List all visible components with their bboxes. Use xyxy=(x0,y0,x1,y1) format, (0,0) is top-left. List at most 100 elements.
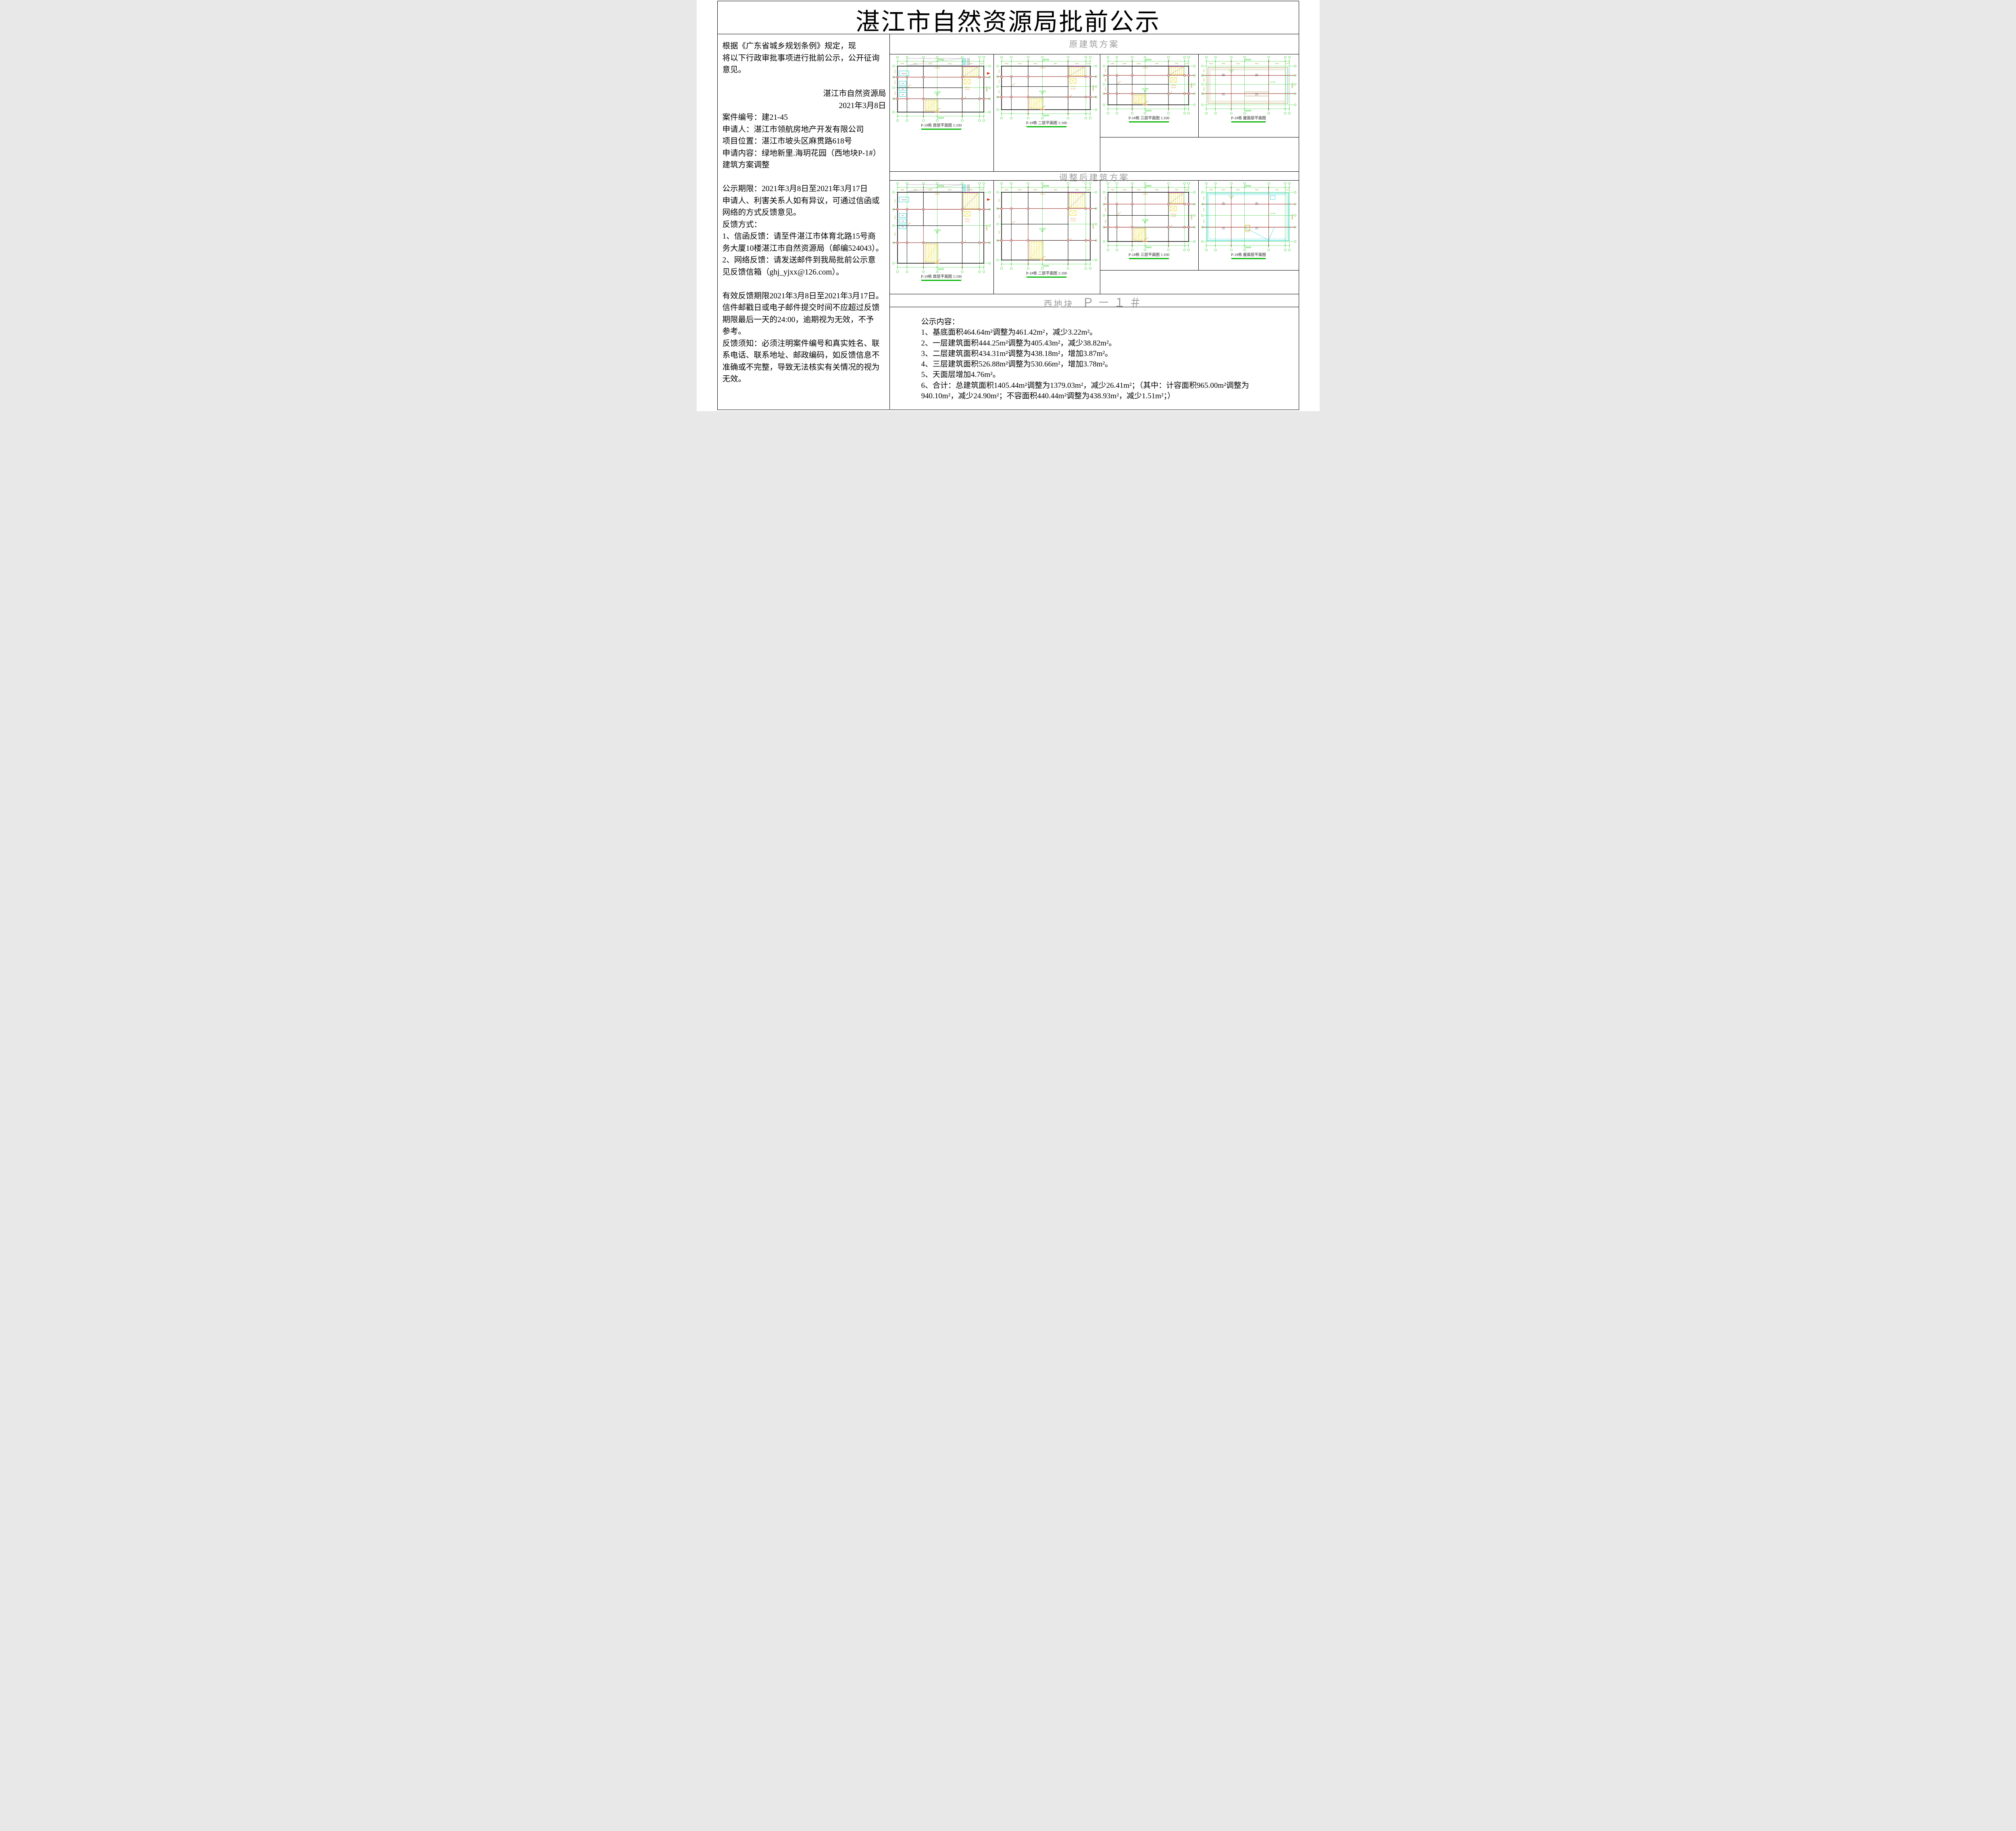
svg-text:26400: 26400 xyxy=(937,268,944,271)
svg-text:AK1: AK1 xyxy=(902,83,904,84)
svg-text:AK3: AK3 xyxy=(902,94,904,96)
svg-text:4900: 4900 xyxy=(1018,63,1022,65)
svg-text:4300: 4300 xyxy=(928,189,932,191)
svg-text:2900: 2900 xyxy=(1004,63,1008,65)
block-name: 西地块 xyxy=(1043,299,1074,309)
svg-text:2%: 2% xyxy=(1222,93,1225,95)
svg-text:AK2: AK2 xyxy=(902,221,904,222)
notice-body-line: 期限最后一天的24:00，逾期视为无效，不予 xyxy=(722,315,874,324)
svg-text:5500: 5500 xyxy=(1105,78,1106,82)
content-item-line: 1、基底面积464.64m²调整为461.42m²，减少3.22m²。 xyxy=(921,328,1098,337)
svg-text:4300: 4300 xyxy=(1137,63,1141,65)
svg-text:P1-LT02: P1-LT02 xyxy=(1171,87,1176,89)
svg-text:5500: 5500 xyxy=(1203,208,1205,212)
svg-text:LC3618: LC3618 xyxy=(934,194,939,195)
svg-text:7900: 7900 xyxy=(998,70,1000,73)
svg-text:26400: 26400 xyxy=(1245,247,1251,249)
content-item-line: 6、合计：总建筑面积1405.44m²调整为1379.03m²，减少26.41m… xyxy=(921,381,1249,390)
content-item-line: 2、一层建筑面积444.25m²调整为405.43m²，减少38.82m²。 xyxy=(921,339,1116,347)
svg-text:26400: 26400 xyxy=(937,117,944,120)
svg-text:12.300: 12.300 xyxy=(1229,195,1234,197)
svg-text:5500: 5500 xyxy=(1203,78,1205,82)
notice-paragraph-line: 根据《广东省城乡规划条例》规定，现 xyxy=(722,42,856,50)
svg-text:16800: 16800 xyxy=(1092,85,1095,91)
svg-text:3400: 3400 xyxy=(894,92,896,95)
svg-text:26400: 26400 xyxy=(1245,59,1251,61)
notice-body-line: 申请内容：绿地新里.海玥花园（西地块P-1#） xyxy=(722,149,881,158)
plan-caption: P-1#栋 三层平面图 1:100 xyxy=(1128,117,1170,122)
svg-text:P1-LT02: P1-LT02 xyxy=(964,89,969,90)
svg-text:1150: 1150 xyxy=(1086,189,1090,191)
svg-text:16800: 16800 xyxy=(1191,214,1193,220)
svg-text:5350: 5350 xyxy=(1275,63,1279,65)
svg-text:5500: 5500 xyxy=(894,81,896,84)
svg-text:16800: 16800 xyxy=(986,86,988,92)
svg-text:2900: 2900 xyxy=(1004,189,1008,191)
svg-text:4300: 4300 xyxy=(1033,189,1037,191)
notice-sign-date: 2021年3月8日 xyxy=(839,101,886,110)
svg-text:5350: 5350 xyxy=(1175,63,1179,65)
divider-row2-top xyxy=(889,180,1299,181)
plan-caption: P-1#栋 二层平面图 1:100 xyxy=(1026,272,1067,277)
svg-text:4900: 4900 xyxy=(1221,189,1225,191)
svg-text:26400: 26400 xyxy=(1043,115,1049,117)
svg-text:800kVA: 800kVA xyxy=(902,199,906,201)
svg-text:FM1223: FM1223 xyxy=(964,86,970,88)
plan-caption: P-1#栋 首层平面图 1:100 xyxy=(921,124,962,129)
svg-text:2%: 2% xyxy=(1255,93,1258,95)
svg-text:P1-LT02: P1-LT02 xyxy=(1171,216,1176,217)
divider-row1-bottom xyxy=(889,171,1299,172)
content-item-line: 3、二层建筑面积434.31m²调整为438.18m²，增加3.87m²。 xyxy=(921,349,1113,358)
svg-text:7900: 7900 xyxy=(998,199,1000,202)
svg-text:LBY3010: LBY3010 xyxy=(1245,231,1250,233)
svg-text:P1-LT02: P1-LT02 xyxy=(964,221,969,223)
svg-text:7800: 7800 xyxy=(948,63,952,65)
svg-text:±0.000: ±0.000 xyxy=(933,229,940,232)
svg-text:12.950: 12.950 xyxy=(1270,212,1275,214)
svg-text:26400: 26400 xyxy=(1043,265,1049,268)
svg-text:26400: 26400 xyxy=(1043,59,1049,61)
svg-text:FM1223: FM1223 xyxy=(1070,86,1076,87)
notice-body-line: 项目位置：湛江市坡头区麻贯路618号 xyxy=(722,137,852,146)
svg-text:2900: 2900 xyxy=(900,189,904,191)
notice-body-line xyxy=(723,278,889,290)
notice-text-column: 根据《广东省城乡规划条例》规定，现将以下行政审批事项进行批前公示，公开征询意见。… xyxy=(723,40,889,385)
svg-text:4300: 4300 xyxy=(1033,63,1037,65)
plan-caption: P-1#栋 首层平面图 1:100 xyxy=(921,275,962,281)
svg-text:12.300: 12.300 xyxy=(1229,69,1234,71)
notice-paragraph: 根据《广东省城乡规划条例》规定，现将以下行政审批事项进行批前公示，公开征询意见。 xyxy=(723,40,889,76)
content-heading: 公示内容： xyxy=(921,318,960,326)
notice-body-line: 反馈方式： xyxy=(722,220,762,229)
svg-text:5350: 5350 xyxy=(1075,63,1079,65)
svg-text:12.950: 12.950 xyxy=(1270,81,1275,83)
notice-body-line: 网络的方式反馈意见。 xyxy=(722,208,801,217)
svg-text:26400: 26400 xyxy=(937,59,944,61)
svg-text:2900: 2900 xyxy=(900,63,904,65)
section-label-adjusted: 调整后建筑方案 xyxy=(1059,173,1130,183)
svg-text:2900: 2900 xyxy=(1110,189,1114,191)
svg-text:±0.000: ±0.000 xyxy=(1039,228,1045,230)
svg-text:P1-LT02: P1-LT02 xyxy=(1070,88,1075,89)
svg-text:1150: 1150 xyxy=(1185,189,1189,191)
divider-row2-c3 xyxy=(1198,180,1199,270)
divider-row1-c1 xyxy=(993,54,994,171)
notice-body-line: 案件编号：建21-45 xyxy=(722,113,788,122)
svg-text:7900: 7900 xyxy=(894,70,896,73)
svg-text:7800: 7800 xyxy=(1053,189,1057,191)
content-item-line: 5、天面层增加4.76m²。 xyxy=(921,370,1000,379)
svg-text:16800: 16800 xyxy=(986,225,988,231)
notice-body-line: 信件邮戳日或电子邮件提交时间不应超过反馈 xyxy=(722,304,880,312)
svg-text:3400: 3400 xyxy=(998,90,1000,94)
svg-text:3%: 3% xyxy=(1255,202,1258,204)
